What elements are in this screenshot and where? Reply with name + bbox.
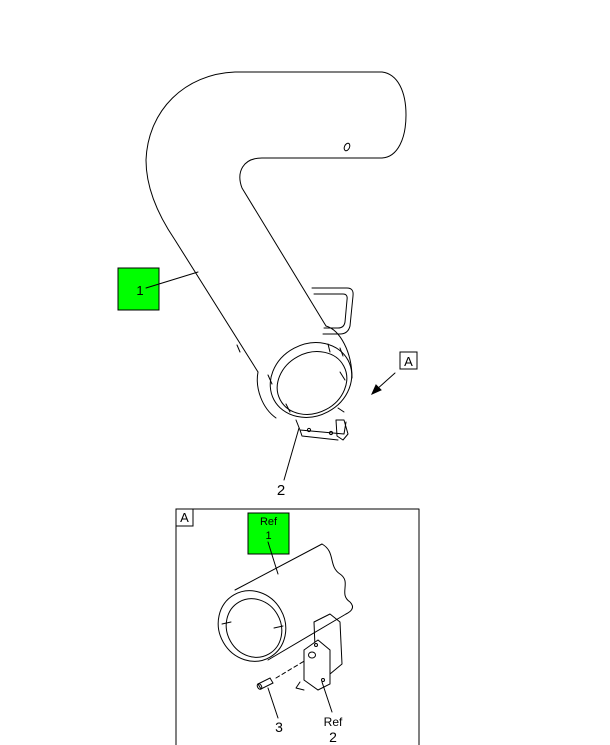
callout-1[interactable]: 1 [117, 267, 199, 311]
leader-line-2 [283, 427, 300, 481]
detail-view-a: A Ref 1 [175, 508, 420, 745]
ref-2-callout[interactable]: Ref 2 [321, 681, 343, 745]
ref-1-number: 1 [265, 530, 271, 542]
ref-1-word: Ref [260, 516, 278, 528]
ref-2-word: Ref [324, 715, 343, 729]
main-view: 1 2 A [117, 71, 418, 499]
view-a-indicator[interactable]: A [371, 351, 418, 395]
ref-1-box[interactable] [247, 512, 290, 555]
ref-2-leader [321, 681, 333, 713]
callout-3-label: 3 [275, 719, 283, 735]
detail-clamp-assembly [275, 613, 343, 691]
ref-1-callout[interactable]: Ref 1 [247, 512, 290, 575]
ref-2-number: 2 [329, 729, 337, 745]
bracket-clamp [295, 407, 349, 441]
callout-1-label: 1 [136, 283, 143, 298]
detail-title-flag [175, 508, 194, 527]
detail-pin [256, 677, 274, 690]
view-a-flag-label: A [404, 354, 413, 369]
view-a-flag[interactable] [399, 351, 418, 370]
view-a-arrow-shaft [375, 372, 396, 391]
callout-1-box[interactable] [117, 267, 160, 311]
view-a-arrowhead [371, 384, 382, 395]
detail-pipe-section [217, 543, 353, 662]
leader-line-1 [145, 271, 199, 289]
leader-line-3 [267, 687, 279, 719]
detail-frame [175, 508, 420, 745]
callout-2-label: 2 [277, 482, 285, 499]
ref-1-leader [267, 541, 279, 575]
exhaust-elbow-tube [145, 71, 407, 419]
support-bracket [311, 287, 354, 335]
clamp-band [267, 342, 353, 418]
detail-title-label: A [180, 510, 189, 525]
callout-3[interactable]: 3 [267, 687, 283, 735]
callout-2[interactable]: 2 [277, 427, 300, 499]
